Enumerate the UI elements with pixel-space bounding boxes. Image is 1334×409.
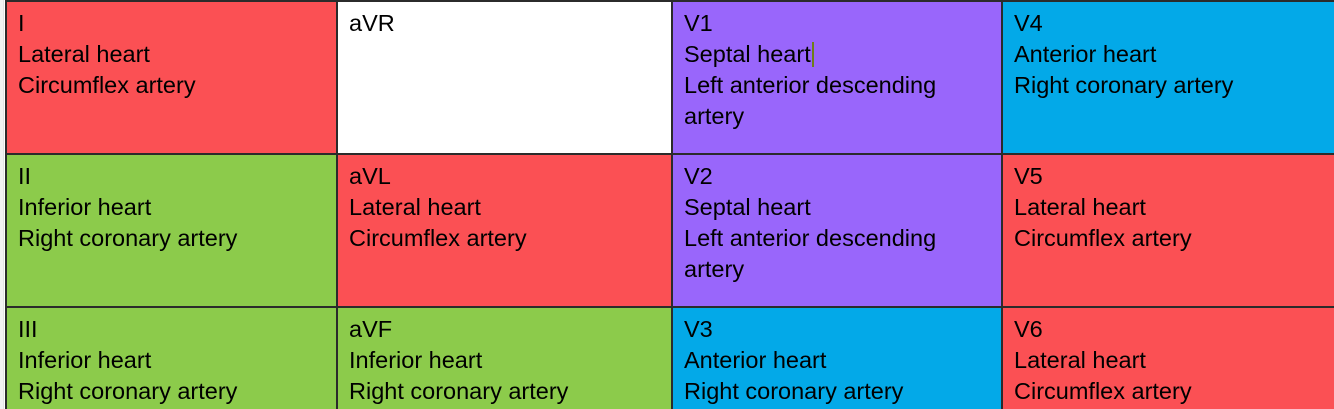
artery-label: Right coronary artery [1014,72,1234,98]
lead-label: V3 [684,316,713,342]
artery-label: Right coronary artery [18,378,238,404]
table-row: III Inferior heart Right coronary artery… [5,306,1334,409]
artery-label: Right coronary artery [349,378,569,404]
ecg-cell-lead-II[interactable]: II Inferior heart Right coronary artery [5,153,338,308]
artery-label: Left anterior descending artery [684,225,937,282]
region-label: Lateral heart [1014,347,1146,373]
table-row: II Inferior heart Right coronary artery … [5,153,1334,308]
ecg-cell-lead-aVR[interactable]: aVR [336,0,673,155]
lead-label: aVR [349,10,395,36]
cell-content: V2 Septal heart Left anterior descending… [684,161,1000,285]
table-body: I Lateral heart Circumflex artery aVR V1… [5,0,1334,409]
region-label: Lateral heart [18,41,150,67]
cell-content: aVR [349,8,670,39]
region-line: Septal heart [684,39,1000,70]
ecg-cell-lead-V2[interactable]: V2 Septal heart Left anterior descending… [671,153,1003,308]
ecg-cell-lead-V4[interactable]: V4 Anterior heart Right coronary artery [1001,0,1334,155]
lead-label: aVL [349,163,391,189]
cell-content: V3 Anterior heart Right coronary artery [684,314,1000,407]
table-row: I Lateral heart Circumflex artery aVR V1… [5,0,1334,155]
text-caret-icon [811,42,814,67]
artery-label: Right coronary artery [18,225,238,251]
region-label: Inferior heart [349,347,483,373]
region-label: Anterior heart [1014,41,1157,67]
artery-label: Circumflex artery [1014,225,1192,251]
cell-content: V5 Lateral heart Circumflex artery [1014,161,1333,254]
page-margin-strip [0,0,4,409]
region-label: Septal heart [684,41,811,67]
cell-content: V1 Septal heart Left anterior descending… [684,8,1000,132]
region-label: Anterior heart [684,347,827,373]
ecg-cell-lead-aVL[interactable]: aVL Lateral heart Circumflex artery [336,153,673,308]
cell-content: aVL Lateral heart Circumflex artery [349,161,670,254]
cell-content: II Inferior heart Right coronary artery [18,161,335,254]
ecg-cell-lead-V1[interactable]: V1 Septal heart Left anterior descending… [671,0,1003,155]
lead-label: I [18,10,25,36]
lead-label: aVF [349,316,393,342]
region-label: Septal heart [684,194,811,220]
lead-label: V6 [1014,316,1043,342]
region-label: Inferior heart [18,347,152,373]
cell-content: I Lateral heart Circumflex artery [18,8,335,101]
ecg-cell-lead-V6[interactable]: V6 Lateral heart Circumflex artery [1001,306,1334,409]
lead-label: III [18,316,38,342]
artery-label: Circumflex artery [1014,378,1192,404]
artery-label: Left anterior descending artery [684,72,937,129]
artery-label: Circumflex artery [18,72,196,98]
ecg-cell-lead-aVF[interactable]: aVF Inferior heart Right coronary artery [336,306,673,409]
artery-label: Right coronary artery [684,378,904,404]
region-label: Lateral heart [1014,194,1146,220]
lead-label: II [18,163,32,189]
ecg-lead-localization-table: I Lateral heart Circumflex artery aVR V1… [5,0,1334,409]
region-label: Lateral heart [349,194,481,220]
ecg-cell-lead-III[interactable]: III Inferior heart Right coronary artery [5,306,338,409]
cell-content: aVF Inferior heart Right coronary artery [349,314,670,407]
ecg-cell-lead-V5[interactable]: V5 Lateral heart Circumflex artery [1001,153,1334,308]
lead-label: V4 [1014,10,1043,36]
cell-content: V4 Anterior heart Right coronary artery [1014,8,1333,101]
lead-label: V2 [684,163,713,189]
region-label: Inferior heart [18,194,152,220]
ecg-cell-lead-V3[interactable]: V3 Anterior heart Right coronary artery [671,306,1003,409]
lead-label: V5 [1014,163,1043,189]
artery-label: Circumflex artery [349,225,527,251]
ecg-cell-lead-I[interactable]: I Lateral heart Circumflex artery [5,0,338,155]
cell-content: V6 Lateral heart Circumflex artery [1014,314,1333,407]
lead-label: V1 [684,10,713,36]
cell-content: III Inferior heart Right coronary artery [18,314,335,407]
